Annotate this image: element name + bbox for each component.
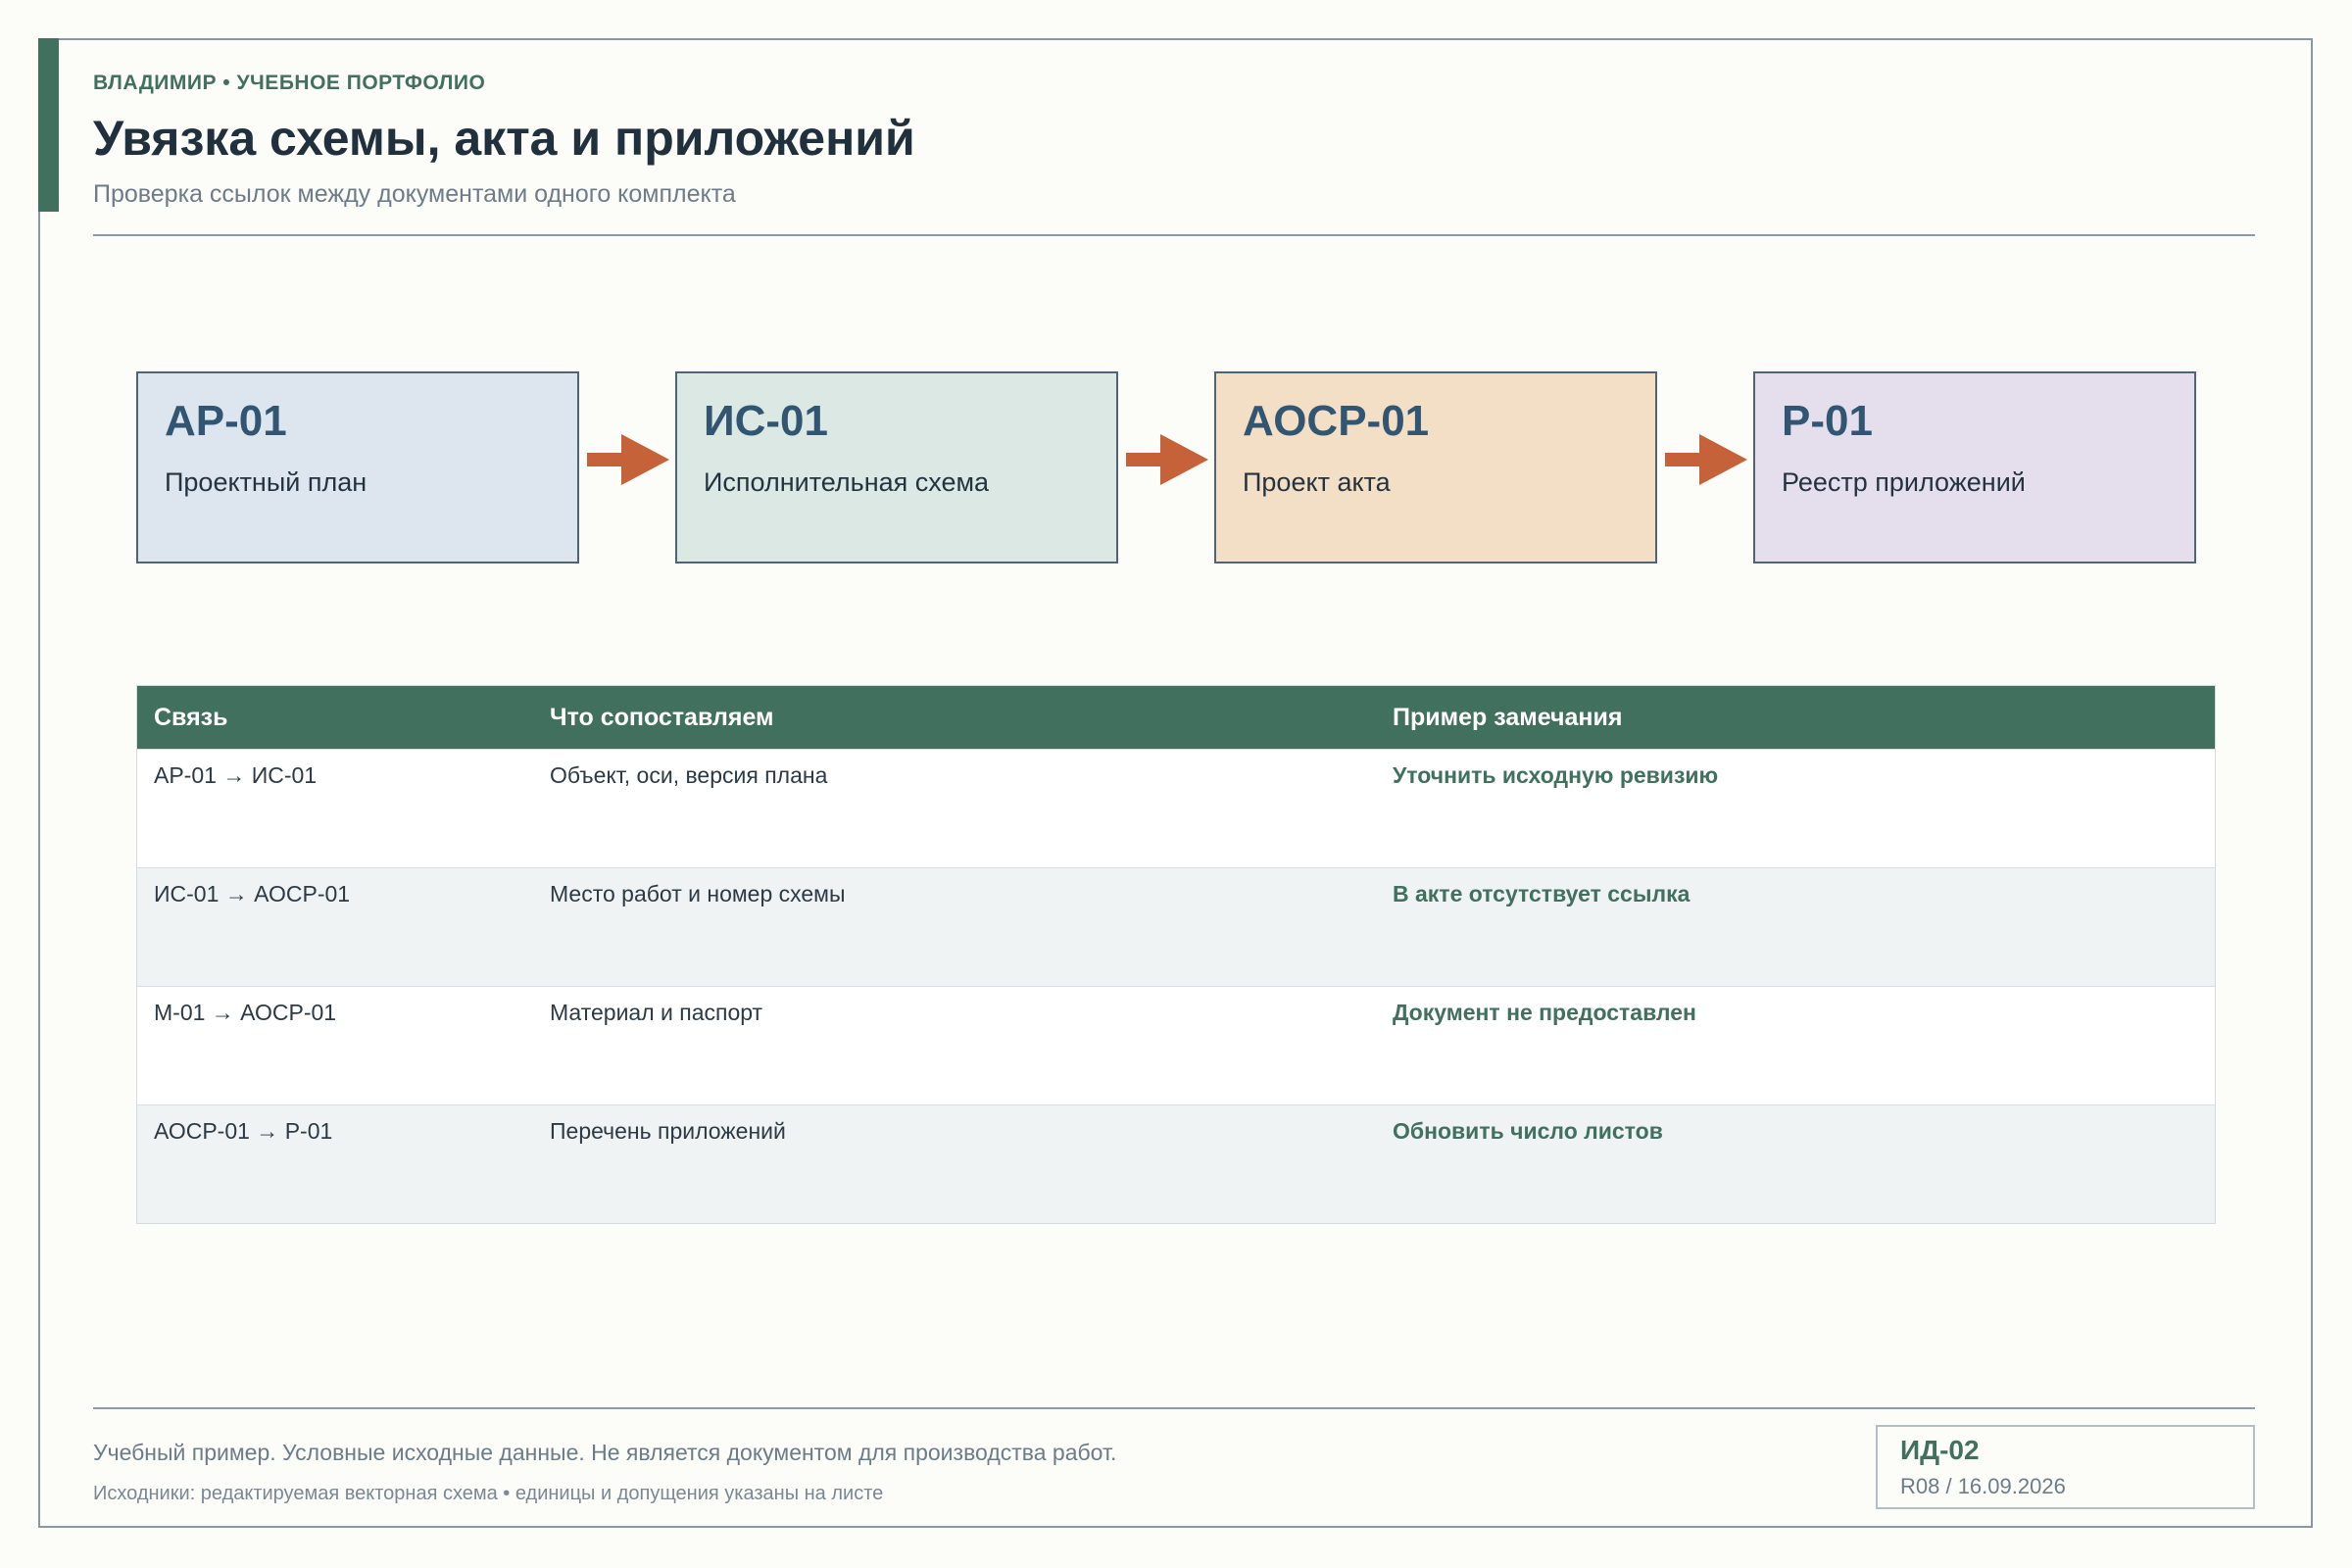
sheet-frame bbox=[38, 38, 2313, 1528]
cell-link: АОСР-01 → Р-01 bbox=[154, 1118, 333, 1144]
doc-name: Проектный план bbox=[165, 467, 368, 497]
doc-name: Исполнительная схема bbox=[704, 467, 990, 497]
cell-remark: Документ не предоставлен bbox=[1393, 1000, 1696, 1025]
title-block-stamp: ИД-02 R08 / 16.09.2026 bbox=[1876, 1425, 2255, 1509]
column-header-remark: Пример замечания bbox=[1393, 703, 1623, 731]
doc-name: Проект акта bbox=[1243, 467, 1391, 497]
page-title: Увязка схемы, акта и приложений bbox=[93, 111, 915, 166]
stamp-document-id: ИД-02 bbox=[1900, 1435, 1980, 1465]
page-subtitle: Проверка ссылок между документами одного… bbox=[93, 180, 736, 208]
doc-box-ar01: АР-01 Проектный план bbox=[136, 371, 579, 564]
cell-compare: Перечень приложений bbox=[550, 1118, 786, 1144]
links-table: Связь Что сопоставляем Пример замечания … bbox=[136, 685, 2216, 1224]
table-row: АОСР-01 → Р-01 Перечень приложений Обнов… bbox=[137, 1104, 2215, 1223]
arrow-shape bbox=[587, 434, 669, 485]
doc-box-is01: ИС-01 Исполнительная схема bbox=[675, 371, 1118, 564]
arrow-shape bbox=[1126, 434, 1208, 485]
cell-compare: Материал и паспорт bbox=[550, 1000, 763, 1025]
table-row: АР-01 → ИС-01 Объект, оси, версия плана … bbox=[137, 749, 2215, 867]
doc-code: АР-01 bbox=[165, 397, 287, 445]
doc-box-r01: Р-01 Реестр приложений bbox=[1753, 371, 2196, 564]
footer-divider bbox=[93, 1407, 2255, 1409]
header-divider bbox=[93, 234, 2255, 236]
footer-disclaimer: Учебный пример. Условные исходные данные… bbox=[93, 1440, 1117, 1465]
arrow-shape bbox=[1665, 434, 1747, 485]
arrow-right-icon bbox=[1665, 434, 1747, 485]
doc-code: Р-01 bbox=[1782, 397, 1873, 445]
column-header-compare: Что сопоставляем bbox=[550, 703, 774, 731]
table-row: ИС-01 → АОСР-01 Место работ и номер схем… bbox=[137, 867, 2215, 986]
doc-name: Реестр приложений bbox=[1782, 467, 2026, 497]
doc-code: ИС-01 bbox=[704, 397, 828, 445]
cell-link: ИС-01 → АОСР-01 bbox=[154, 881, 351, 906]
stamp-revision-date: R08 / 16.09.2026 bbox=[1900, 1474, 2066, 1498]
doc-code: АОСР-01 bbox=[1243, 397, 1430, 445]
doc-box-aosr01: АОСР-01 Проект акта bbox=[1214, 371, 1657, 564]
arrow-right-icon bbox=[1126, 434, 1208, 485]
cell-link: АР-01 → ИС-01 bbox=[154, 762, 318, 788]
footer-sources: Исходники: редактируемая векторная схема… bbox=[93, 1483, 884, 1504]
cell-compare: Место работ и номер схемы bbox=[550, 881, 846, 906]
cell-compare: Объект, оси, версия плана bbox=[550, 762, 828, 788]
column-header-link: Связь bbox=[154, 703, 228, 731]
cell-link: М-01 → АОСР-01 bbox=[154, 1000, 337, 1025]
cell-remark: Уточнить исходную ревизию bbox=[1393, 762, 1719, 788]
accent-bar bbox=[38, 38, 59, 212]
table-header: Связь Что сопоставляем Пример замечания bbox=[137, 686, 2215, 749]
header-kicker: ВЛАДИМИР • УЧЕБНОЕ ПОРТФОЛИО bbox=[93, 72, 486, 94]
arrow-right-icon bbox=[587, 434, 669, 485]
table-row: М-01 → АОСР-01 Материал и паспорт Докуме… bbox=[137, 986, 2215, 1104]
cell-remark: В акте отсутствует ссылка bbox=[1393, 881, 1690, 906]
cell-remark: Обновить число листов bbox=[1393, 1118, 1663, 1144]
